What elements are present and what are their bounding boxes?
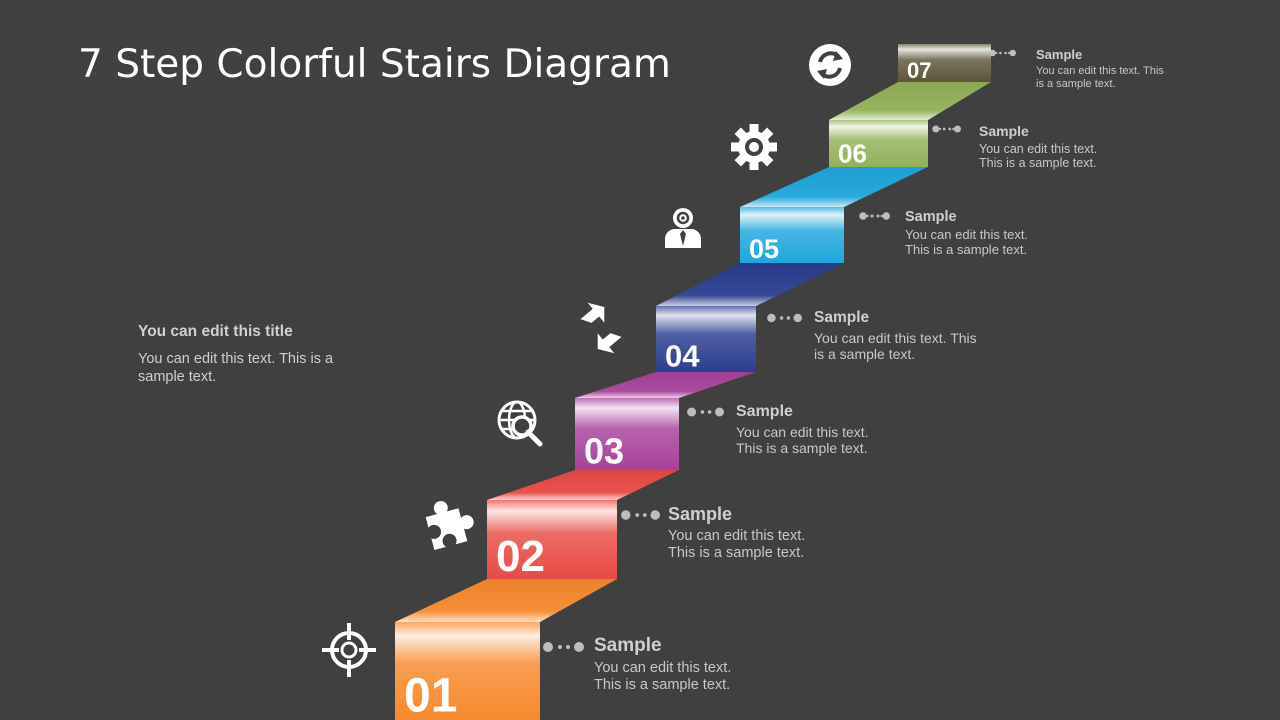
stair-riser-03 <box>575 398 679 470</box>
connector-dots-02 <box>621 510 660 520</box>
stair-riser-04 <box>656 306 756 372</box>
step-heading-04[interactable]: Sample <box>814 309 870 326</box>
step-heading-07[interactable]: Sample <box>1036 47 1083 62</box>
step-text-06[interactable]: You can edit this text. This is a sample… <box>979 142 1098 171</box>
refresh-cycle-icon <box>809 44 851 86</box>
step-number-03: 03 <box>584 431 624 472</box>
step-heading-02[interactable]: Sample <box>668 504 733 524</box>
step-heading-01[interactable]: Sample <box>594 635 662 656</box>
exchange-arrows-icon <box>580 302 622 354</box>
stair-riser-05 <box>740 207 844 263</box>
stair-tread-01 <box>395 579 617 622</box>
step-text-05[interactable]: You can edit this text. This is a sample… <box>905 227 1029 257</box>
stair-riser-06 <box>829 120 928 167</box>
step-heading-06[interactable]: Sample <box>979 123 1029 139</box>
step-text-04[interactable]: You can edit this text. This is a sample… <box>814 330 977 363</box>
side-note-title[interactable]: You can edit this title <box>138 323 293 340</box>
step-number-02: 02 <box>496 532 545 581</box>
stair-tread-03 <box>575 372 756 398</box>
step-text-01[interactable]: You can edit this text. This is a sample… <box>594 660 732 693</box>
globe-search-icon <box>497 400 543 447</box>
puzzle-piece-icon <box>425 501 474 550</box>
step-number-04: 04 <box>665 338 700 373</box>
step-number-01: 01 <box>404 669 457 720</box>
step-number-05: 05 <box>749 234 779 264</box>
step-heading-03[interactable]: Sample <box>736 403 793 420</box>
step-text-07[interactable]: You can edit this text. This is a sample… <box>1036 65 1164 90</box>
side-note-body[interactable]: You can edit this text. This is a sample… <box>138 351 334 385</box>
stair-tread-06 <box>829 82 991 120</box>
step-text-03[interactable]: You can edit this text. This is a sample… <box>736 424 869 457</box>
step-heading-05[interactable]: Sample <box>905 209 957 225</box>
stair-tread-05 <box>740 167 928 207</box>
step-number-07: 07 <box>907 58 931 83</box>
businessman-idea-icon <box>665 208 701 248</box>
connector-dots-06 <box>932 125 961 133</box>
stair-tread-02 <box>487 470 679 500</box>
connector-dots-03 <box>687 407 724 417</box>
gear-icon <box>731 124 777 170</box>
stair-tread-04 <box>656 263 844 306</box>
page-title[interactable]: 7 Step Colorful Stairs Diagram <box>78 42 671 87</box>
stair-riser-07 <box>898 44 991 82</box>
connector-dots-04 <box>767 313 802 323</box>
target-icon <box>322 623 376 677</box>
stair-riser-02 <box>487 500 617 579</box>
step-number-06: 06 <box>838 138 867 168</box>
connector-dots-01 <box>543 642 584 652</box>
step-text-02[interactable]: You can edit this text. This is a sample… <box>668 528 806 561</box>
connector-dots-05 <box>859 212 890 220</box>
stair-riser-01 <box>395 622 540 720</box>
connector-dots-07 <box>989 49 1016 57</box>
